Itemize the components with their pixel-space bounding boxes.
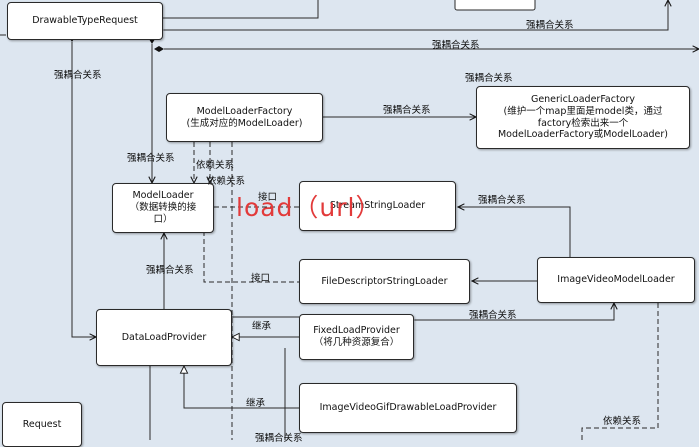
node-label: GenericLoaderFactory [530,93,636,105]
node-sublabel: (生成对应的ModelLoader) [186,117,303,129]
node-sublabel: ModelLoaderFactory或ModelLoader) [497,129,669,141]
edge-label-strong: 强耦合关系 [146,265,194,276]
edge-label-strong: 强耦合关系 [469,310,517,321]
edge-label-depend: 依赖关系 [196,160,235,171]
node-label: ModelLoaderFactory [196,105,293,117]
node-model-loader[interactable]: ModelLoader （数据转换的接 口） [112,183,214,233]
node-sublabel: (维护一个map里面是model类，通过 [503,105,663,117]
node-image-video-model-loader[interactable]: ImageVideoModelLoader [537,257,695,303]
node-label: DrawableTypeRequest [32,15,138,27]
node-request[interactable]: Request [2,402,82,447]
node-model-loader-factory[interactable]: ModelLoaderFactory (生成对应的ModelLoader) [166,93,323,142]
edge-label-inherit: 继承 [246,398,266,409]
node-fixed-load-provider[interactable]: FixedLoadProvider （将几种资源复合） [299,314,414,360]
edge-label-depend: 依赖关系 [207,176,246,187]
edge-label-strong: 强耦合关系 [526,20,574,31]
node-label: ImageVideoModelLoader [557,274,675,286]
annotation-load-url: load（url） [236,193,382,222]
edge-label-strong: 强耦合关系 [465,73,513,84]
node-sublabel: （将几种资源复合） [313,337,400,348]
edge-label-depend: 依赖关系 [603,416,642,427]
node-label: FixedLoadProvider [313,325,400,337]
edge-label-strong: 强耦合关系 [383,105,431,116]
node-label: StreamStringLoader [329,200,426,212]
edge-label-interface: 接口 [251,273,271,284]
edge-label-strong: 强耦合关系 [478,195,526,206]
node-label: Request [22,418,62,430]
edge-label-strong: 强耦合关系 [54,70,102,81]
node-generic-loader-factory[interactable]: GenericLoaderFactory (维护一个map里面是model类，通… [476,86,690,149]
edge-label-strong: 强耦合关系 [255,433,303,444]
node-sublabel: factory检索出来一个 [537,117,629,129]
node-label: DataLoadProvider [121,331,207,343]
edge-label-strong: 强耦合关系 [127,153,175,164]
node-data-load-provider[interactable]: DataLoadProvider [96,309,232,366]
node-file-descriptor-string-loader[interactable]: FileDescriptorStringLoader [299,259,470,304]
edge-label-interface: 接口 [258,192,278,203]
node-stream-string-loader[interactable]: StreamStringLoader [299,181,456,231]
node-image-video-gif-drawable-load-provider[interactable]: ImageVideoGifDrawableLoadProvider [299,383,517,433]
node-sublabel: 口） [153,213,173,225]
node-sublabel: （数据转换的接 [129,202,197,214]
node-label: FileDescriptorStringLoader [321,275,448,287]
node-label: ModelLoader [132,190,194,202]
edge-label-inherit: 继承 [252,321,272,332]
node-label: ImageVideoGifDrawableLoadProvider [319,402,497,414]
edge-label-strong: 强耦合关系 [432,40,480,51]
node-drawable-type-request[interactable]: DrawableTypeRequest [7,2,163,40]
